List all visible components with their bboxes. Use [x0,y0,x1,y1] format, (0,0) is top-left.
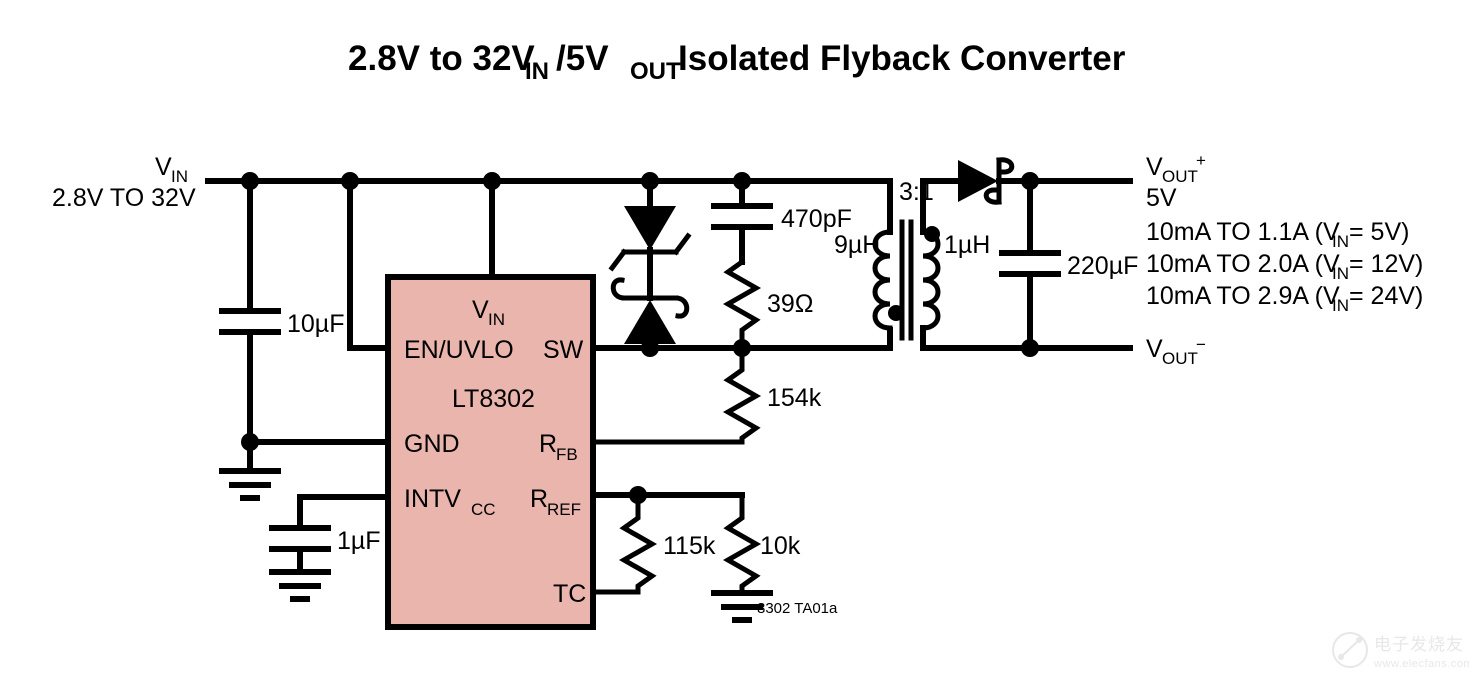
vout-plus-sign: + [1196,151,1206,170]
pin-label-sw: SW [543,336,584,364]
title-sub-in: IN [525,58,549,85]
pin-label-intvcc-sub: CC [471,500,496,519]
junction-dot [241,172,259,190]
capacitor-snubber-470pf: 470pF [711,178,852,265]
vout-minus-sub: OUT [1162,349,1198,368]
diode-triangle [958,160,998,202]
transformer-ratio: 3:1 [899,178,934,206]
cap-intvcc-value: 1µF [337,527,381,555]
ground-net-main [219,433,391,501]
capacitor-output-220uf: 220µF [999,172,1138,357]
vout-line3-a: 10mA TO 2.9A (V [1146,282,1340,310]
ground-symbol [219,468,281,501]
res-tc-value: 10k [760,532,801,560]
pin-label-intvcc: INTV [404,485,461,513]
polarity-dot-secondary [924,226,940,242]
vin-label-sub: IN [171,167,188,186]
ic-body-lt8302 [385,274,596,630]
vout-line2-sub: IN [1332,264,1349,283]
watermark-cn-text: 电子发烧友 [1374,635,1464,654]
pin-label-en-uvlo: EN/UVLO [404,336,514,364]
capacitor-input-10uf: 10µF [219,308,344,445]
vout-line1-b: = 5V) [1349,218,1409,246]
res-rref-value: 115k [663,532,716,560]
diode-triangle-top [624,206,676,250]
cap-input-value: 10µF [287,310,344,338]
pin-label-vin: V [472,296,489,324]
pin-label-rfb: R [539,430,557,458]
title-part2: /5V [556,39,609,78]
ground-symbol [269,569,331,602]
cap-output-value: 220µF [1067,252,1138,280]
transformer-primary-value: 9µH [834,231,880,259]
ic-label-group: V IN EN/UVLO SW LT8302 GND R FB INTV CC … [404,296,586,608]
pin-label-gnd: GND [404,430,460,458]
vout-minus-sign: − [1196,335,1206,354]
ic-part-number: LT8302 [452,385,535,413]
transformer-secondary-value: 1µH [944,231,990,259]
junction-dot [483,172,501,190]
pin-label-rfb-sub: FB [556,445,578,464]
title-part3: Isolated Flyback Converter [678,39,1126,78]
junction-dot [1021,172,1039,190]
capacitor-intvcc-1uf: 1µF [269,494,391,602]
output-labels: V OUT + 5V 10mA TO 1.1A (V IN = 5V) 10mA… [1146,151,1423,368]
vout-line1-sub: IN [1332,232,1349,251]
vout-minus-label: V [1146,335,1163,363]
watermark-dot [1356,637,1362,643]
title-sub-out: OUT [630,58,681,85]
polarity-dot-primary [888,305,904,321]
page-title: 2.8V to 32V IN /5V OUT Isolated Flyback … [348,39,1126,85]
res-snubber-value: 39Ω [767,290,814,318]
watermark-url: www.elecfans.com [1373,658,1470,670]
vout-line3-b: = 24V) [1349,282,1423,310]
resistor-snubber-39ohm: 39Ω [722,258,814,351]
vout-line2-a: 10mA TO 2.0A (V [1146,250,1340,278]
output-schottky-diode [958,157,1133,205]
cap-snubber-value: 470pF [781,205,852,233]
vout-line3-sub: IN [1332,296,1349,315]
ground-symbol [711,590,773,623]
transformer: 3:1 9µH 1µH [834,178,1033,351]
vout-voltage: 5V [1146,184,1177,212]
title-part1: 2.8V to 32V [348,39,535,78]
junction-dot [341,172,359,190]
watermark-dot [1338,654,1344,660]
vout-line1-a: 10mA TO 1.1A (V [1146,218,1340,246]
pin-label-vin-sub: IN [488,310,505,329]
resistor-rref-115k: 115k [590,492,716,595]
pin-label-tc: TC [553,580,586,608]
vin-rail-label: V IN 2.8V TO 32V [52,153,196,212]
vout-plus-sub: OUT [1162,167,1198,186]
vin-label: V [155,153,172,181]
pin-label-rref: R [530,485,548,513]
diode-triangle-bottom [624,300,676,344]
watermark-logo-line [1340,639,1360,658]
figure-caption: 8302 TA01a [757,600,838,617]
watermark: 电子发烧友 www.elecfans.com [1330,612,1470,674]
resistor-rfb-154k: 154k [590,345,822,445]
res-rfb-value: 154k [767,384,822,412]
vout-plus-label: V [1146,153,1163,181]
vout-line2-b: = 12V) [1349,250,1423,278]
pin-label-rref-sub: REF [547,500,581,519]
rref-net [590,486,745,504]
watermark-logo-icon [1332,632,1368,668]
resistor-tc-10k: 10k [711,492,801,623]
bidirectional-tvs-diode [608,178,692,351]
vin-range-label: 2.8V TO 32V [52,184,196,212]
